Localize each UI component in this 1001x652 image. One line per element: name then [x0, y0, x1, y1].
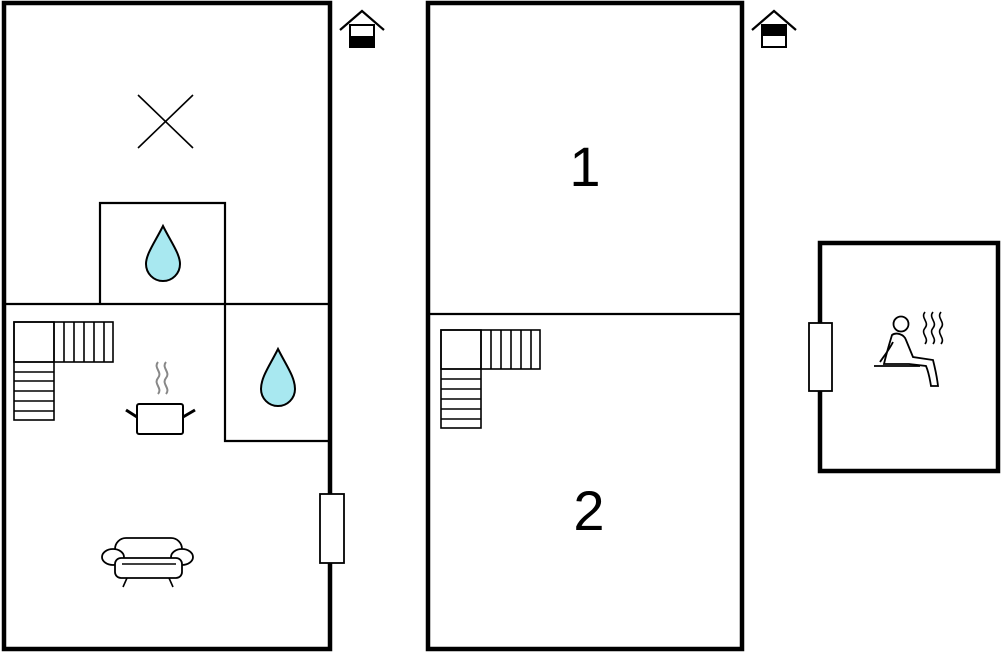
room-2-label: 2	[573, 479, 604, 542]
upper-floor-outer-wall	[425, 0, 745, 652]
ground-floor-plan	[1, 0, 385, 652]
sauna-outbuilding-plan	[808, 240, 1001, 474]
room-1-label: 1	[569, 135, 600, 198]
bathroom-water-drop-icon	[144, 223, 182, 282]
bathroom-1-wall	[98, 201, 227, 304]
kitchen-cooking-pot-icon	[125, 361, 196, 435]
staircase-icon	[440, 329, 541, 429]
sauna-icon	[874, 311, 944, 387]
utility-room-icon	[137, 94, 194, 149]
staircase-icon	[13, 321, 114, 421]
ground-floor-outer-wall	[1, 0, 333, 652]
house-upper-floor-icon	[751, 9, 797, 48]
sauna-door-icon	[808, 322, 833, 392]
upper-floor-plan: 1 2	[425, 0, 797, 652]
bathroom-2-wall	[223, 304, 330, 443]
living-room-sofa-icon	[101, 537, 194, 588]
house-ground-floor-icon	[339, 9, 385, 48]
bathroom-water-drop-icon	[259, 346, 297, 407]
entrance-door-icon	[319, 493, 345, 564]
